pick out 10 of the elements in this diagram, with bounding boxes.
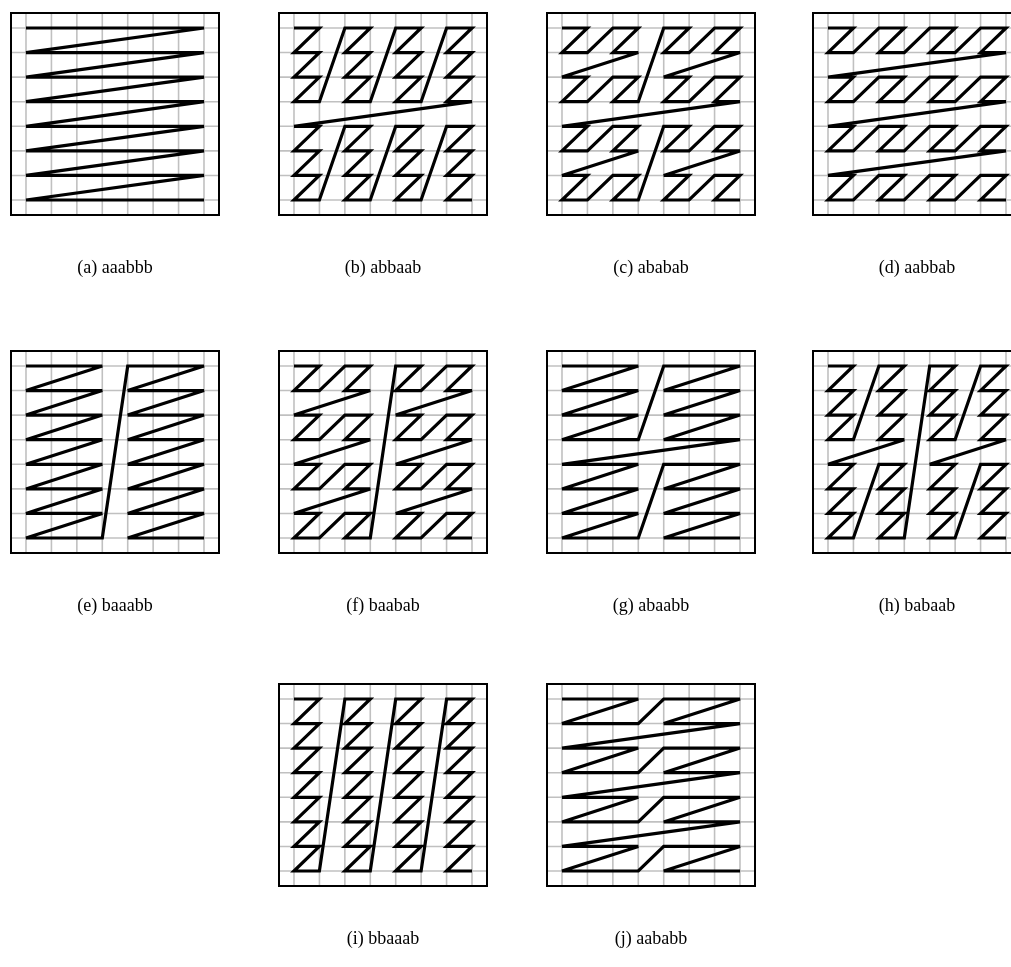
figure-caption: (c) ababab — [612, 257, 690, 278]
figure-caption: (f) baabab — [345, 595, 421, 616]
figure-caption: (h) babaab — [877, 595, 957, 616]
figure-caption: (d) aabbab — [877, 257, 957, 278]
figure-caption: (j) aababb — [613, 928, 689, 949]
figure-caption: (e) baaabb — [76, 595, 154, 616]
figure-caption: (g) abaabb — [611, 595, 691, 616]
figure-caption: (a) aaabbb — [76, 257, 154, 278]
figure-caption: (i) bbaaab — [345, 928, 421, 949]
figure-caption: (b) abbaab — [343, 257, 423, 278]
